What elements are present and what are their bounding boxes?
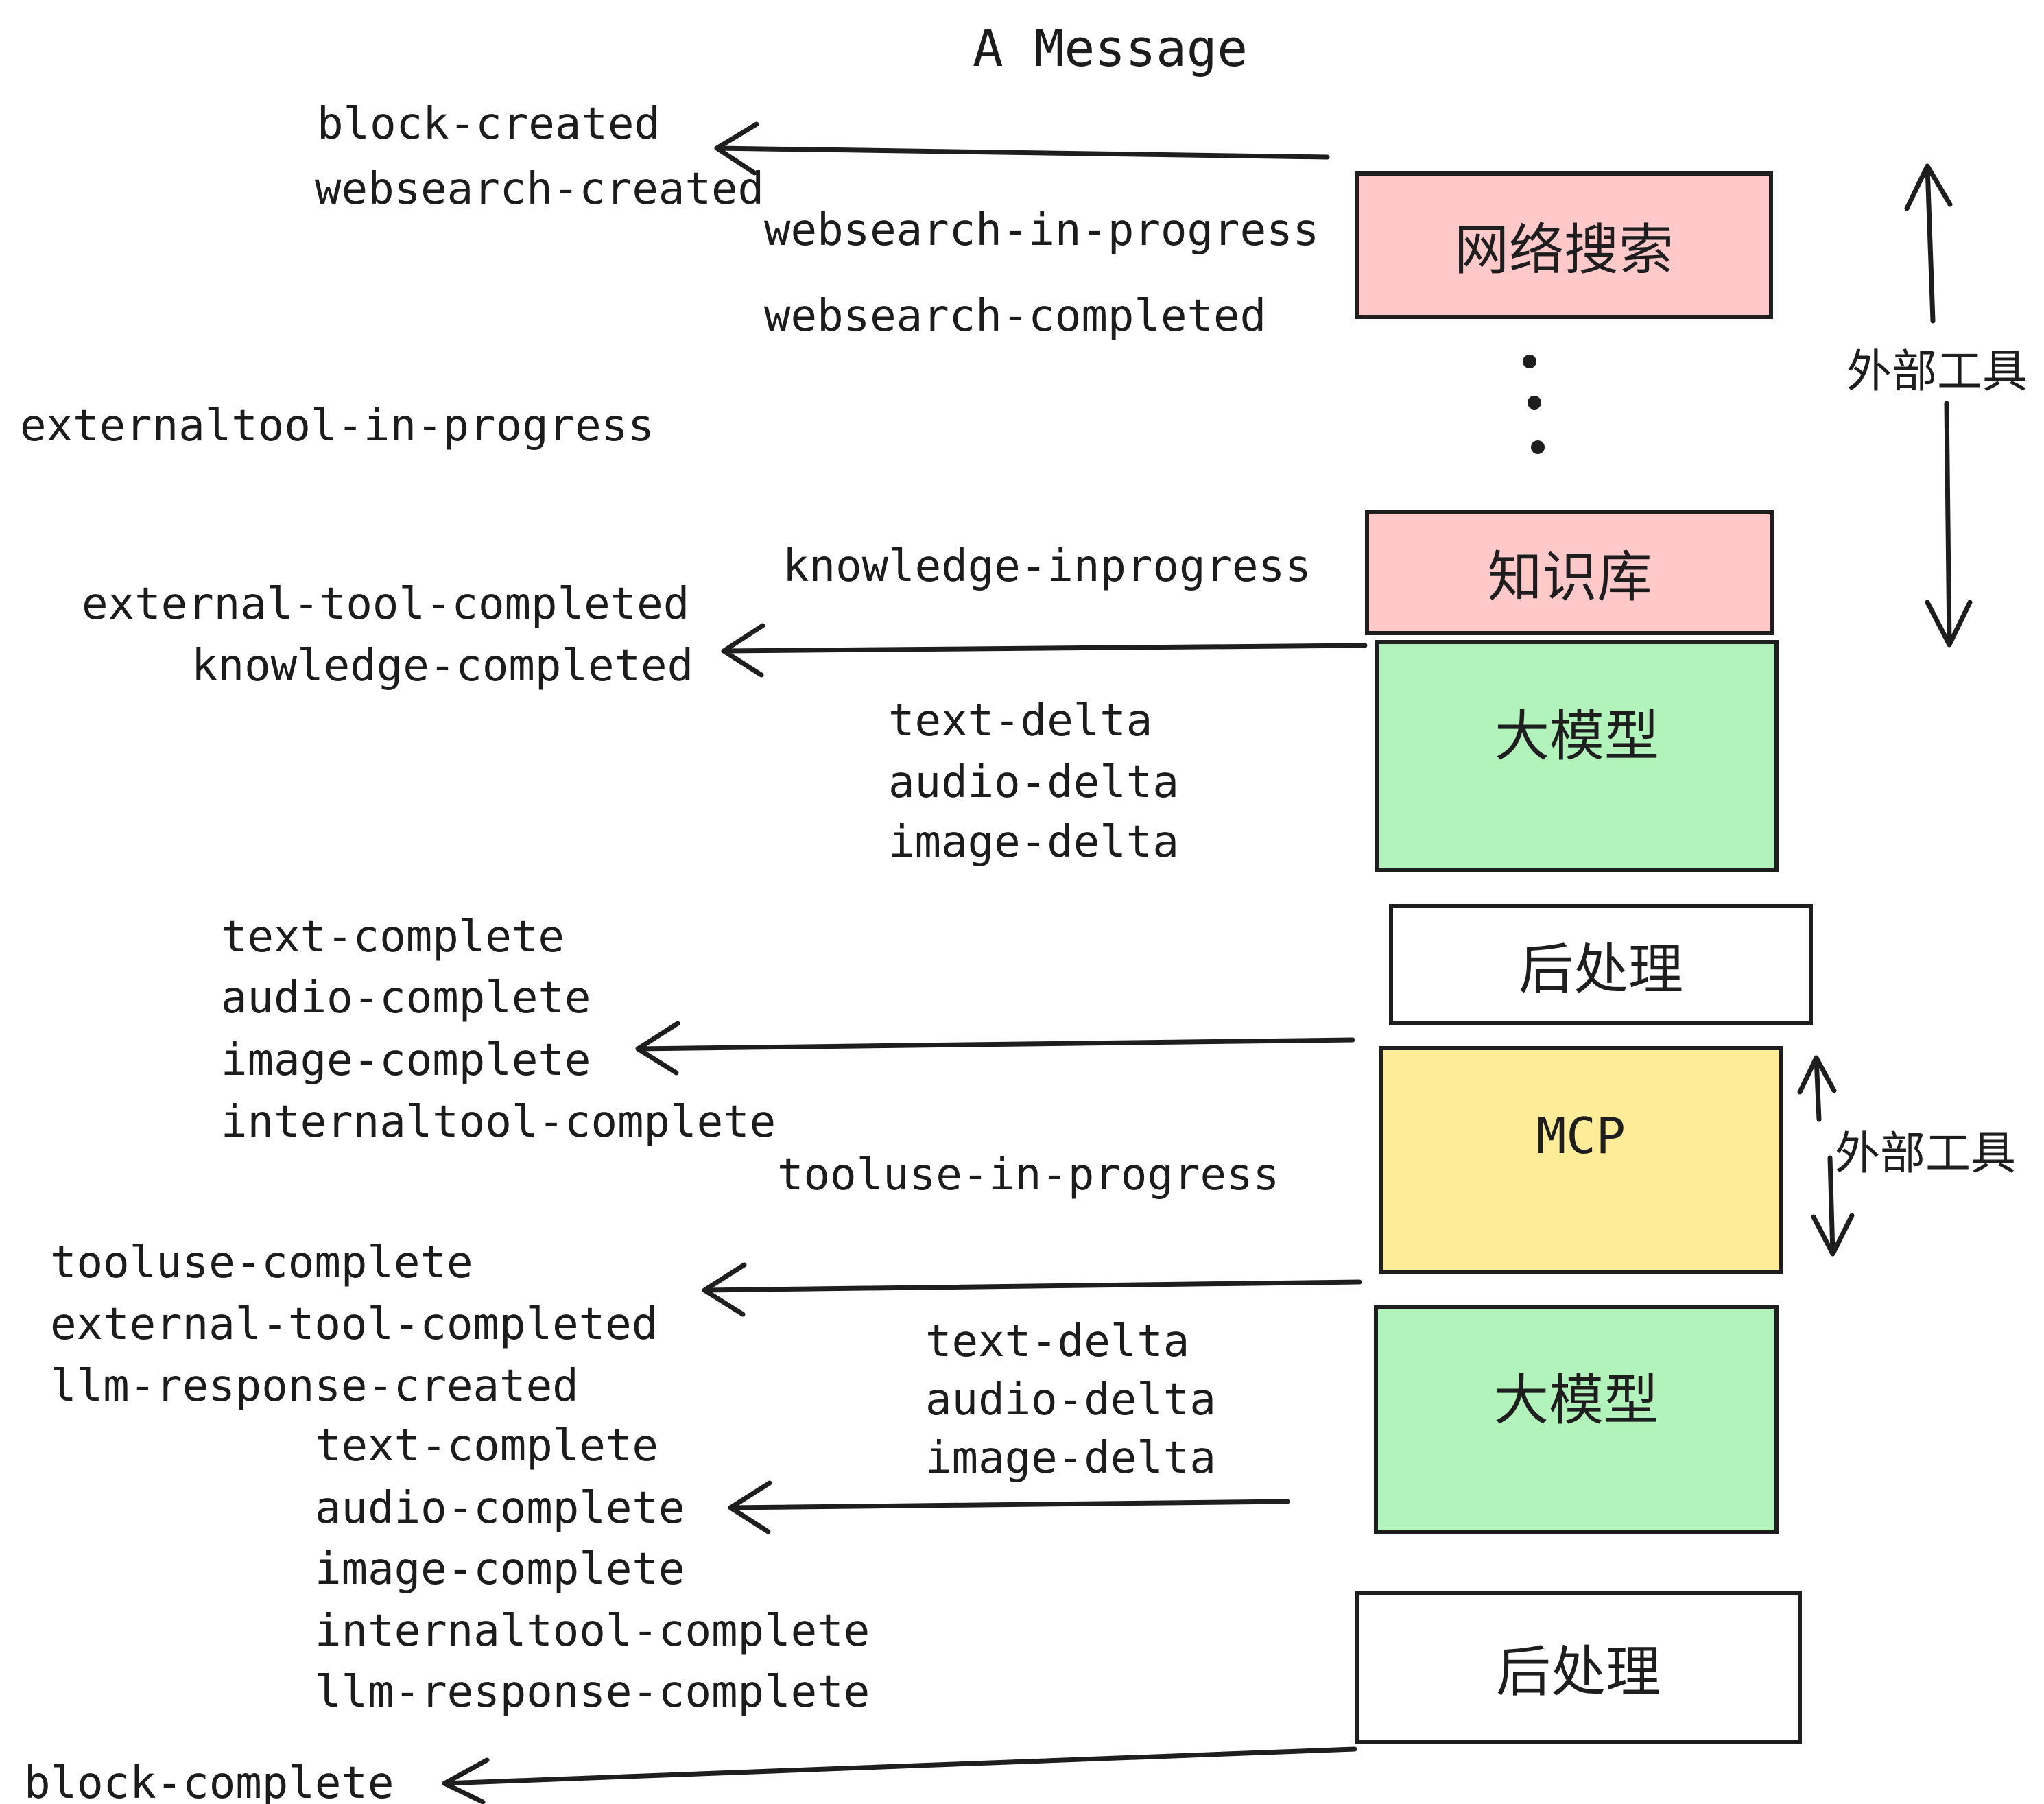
event-text-complete-2: text-complete: [315, 1421, 658, 1471]
event-internaltool-complete-1: internaltool-complete: [221, 1097, 776, 1148]
event-knowledge-completed: knowledge-completed: [191, 641, 694, 691]
arrow-to-block-created: [714, 121, 1330, 176]
box-websearch-label: 网络搜索: [1454, 217, 1674, 282]
external-tools-label-top: 外部工具: [1846, 345, 2028, 398]
event-knowledge-inprogress: knowledge-inprogress: [783, 541, 1311, 592]
event-audio-delta-2: audio-delta: [925, 1375, 1216, 1425]
event-external-tool-completed-2: external-tool-completed: [50, 1299, 658, 1350]
diagram-title: A Message: [973, 19, 1248, 78]
event-websearch-created: websearch-created: [315, 164, 765, 215]
event-audio-complete-2: audio-complete: [315, 1483, 685, 1534]
box-knowledge-label: 知识库: [1487, 545, 1652, 609]
event-image-complete-2: image-complete: [315, 1544, 685, 1595]
box-postprocess-top: 后处理: [1389, 904, 1813, 1025]
external-tools-label-bottom: 外部工具: [1835, 1127, 2016, 1180]
box-postprocess-top-label: 后处理: [1519, 937, 1683, 1001]
event-audio-delta-1: audio-delta: [888, 757, 1179, 808]
event-image-delta-1: image-delta: [888, 817, 1179, 868]
event-websearch-completed: websearch-completed: [764, 291, 1267, 342]
event-externaltool-in-progress: externaltool-in-progress: [20, 401, 654, 451]
event-image-complete-1: image-complete: [221, 1035, 591, 1086]
event-image-delta-2: image-delta: [925, 1433, 1216, 1484]
event-internaltool-complete-2: internaltool-complete: [315, 1606, 870, 1657]
box-llm-bottom: 大模型: [1374, 1305, 1779, 1534]
event-text-delta-2: text-delta: [925, 1316, 1190, 1367]
event-block-created: block-created: [317, 99, 661, 150]
arrow-to-tooluse-complete: [702, 1262, 1362, 1317]
event-text-complete-1: text-complete: [221, 912, 565, 962]
ellipsis-dot: [1528, 396, 1541, 410]
event-llm-response-complete: llm-response-complete: [315, 1667, 870, 1718]
arrow-to-knowledge-completed: [721, 623, 1368, 678]
event-websearch-in-progress: websearch-in-progress: [764, 205, 1320, 256]
box-postprocess-bottom: 后处理: [1355, 1591, 1802, 1744]
box-llm-bottom-label: 大模型: [1494, 1368, 1659, 1432]
box-llm-top-label: 大模型: [1495, 704, 1659, 768]
arrow-external-tools-up-bottom: [1797, 1055, 1837, 1122]
event-text-delta-1: text-delta: [888, 696, 1153, 746]
box-websearch: 网络搜索: [1355, 171, 1773, 319]
arrow-to-audio-complete: [728, 1480, 1290, 1534]
arrow-external-tools-down-top: [1925, 401, 1973, 648]
event-audio-complete-1: audio-complete: [221, 973, 591, 1023]
event-block-complete: block-complete: [24, 1758, 394, 1804]
box-knowledge: 知识库: [1365, 510, 1774, 635]
event-tooluse-in-progress: tooluse-in-progress: [777, 1150, 1280, 1200]
event-llm-response-created: llm-response-created: [50, 1361, 579, 1412]
arrow-external-tools-up-top: [1904, 163, 1953, 324]
arrow-to-image-complete: [635, 1021, 1355, 1076]
box-mcp: MCP: [1379, 1046, 1783, 1274]
box-postprocess-bottom-label: 后处理: [1496, 1640, 1661, 1704]
arrow-to-block-complete: [442, 1746, 1357, 1804]
event-external-tool-completed-1: external-tool-completed: [82, 579, 690, 630]
ellipsis-dot: [1531, 440, 1545, 454]
ellipsis-dot: [1523, 355, 1536, 368]
box-llm-top: 大模型: [1375, 640, 1779, 872]
box-mcp-label: MCP: [1536, 1107, 1626, 1165]
event-tooluse-complete: tooluse-complete: [50, 1237, 473, 1288]
